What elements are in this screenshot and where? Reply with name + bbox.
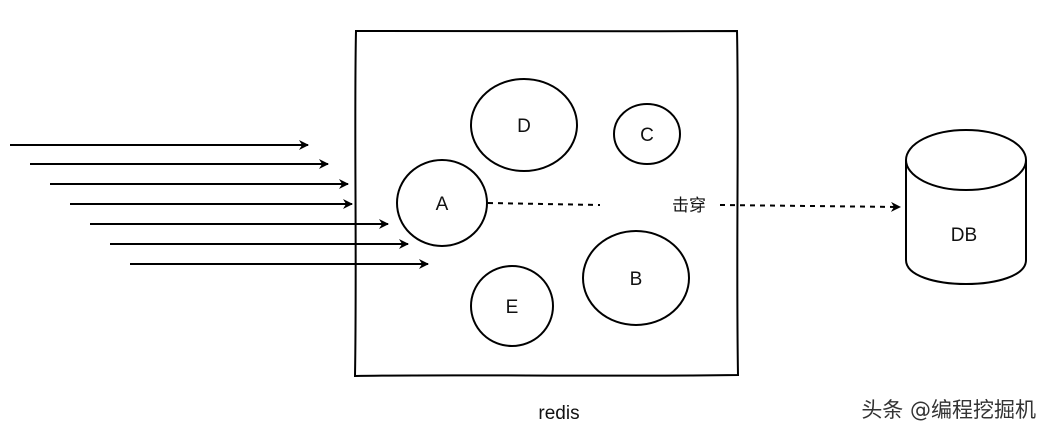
node-c: C	[613, 103, 681, 165]
watermark: 头条 @编程挖掘机	[861, 398, 1036, 422]
node-b-label: B	[630, 269, 643, 290]
node-d-label: D	[517, 116, 531, 137]
db-cylinder: DB	[905, 129, 1027, 285]
db-cylinder-body	[905, 160, 1027, 285]
node-a-circle	[396, 159, 488, 247]
node-e-label: E	[506, 297, 519, 318]
node-e-circle	[470, 265, 554, 347]
node-a: A	[396, 159, 488, 247]
request-arrows	[10, 140, 429, 269]
node-d: D	[470, 78, 578, 172]
breakdown-edge-label: 击穿	[672, 196, 706, 216]
redis-container	[353, 29, 740, 378]
node-c-circle	[613, 103, 681, 165]
node-b: B	[582, 230, 690, 326]
node-a-label: A	[436, 194, 449, 215]
node-c-label: C	[640, 125, 654, 146]
node-b-circle	[582, 230, 690, 326]
breakdown-edge	[487, 203, 900, 207]
db-cylinder-top	[905, 129, 1027, 191]
redis-caption: redis	[538, 403, 579, 424]
node-e: E	[470, 265, 554, 347]
node-d-circle	[470, 78, 578, 172]
db-label: DB	[951, 225, 977, 246]
